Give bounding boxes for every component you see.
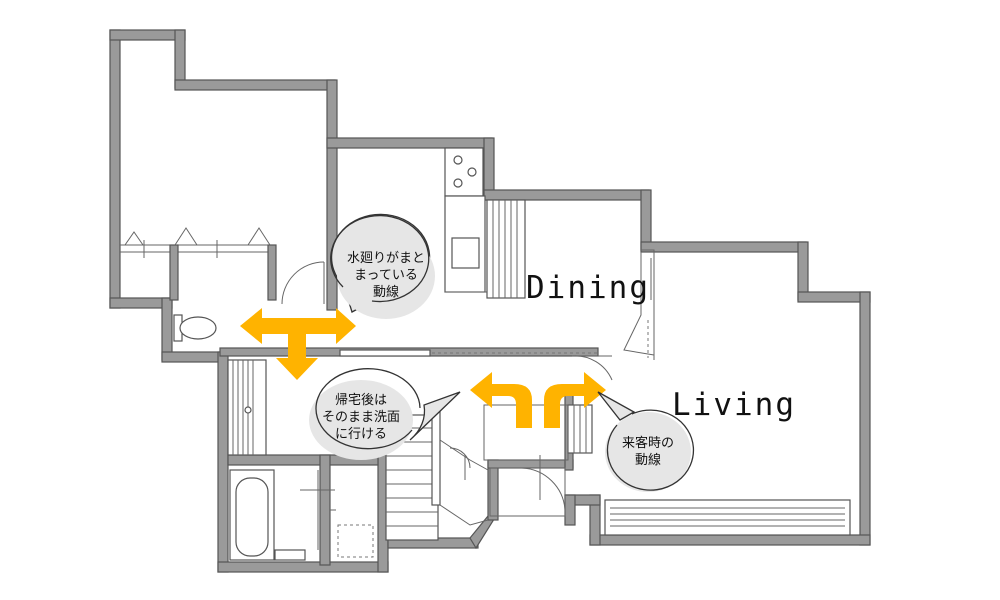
arrow-down <box>276 334 318 380</box>
callout-text: そのまま洗面 <box>322 410 400 425</box>
flow-arrows <box>240 308 606 428</box>
room-label-living: Living <box>672 387 796 423</box>
callout-text: 来客時の <box>622 435 674 451</box>
callout-text: まっている <box>354 268 418 283</box>
callout-guest-flow: 来客時の 動線 <box>597 391 695 492</box>
arrow-curve-left <box>470 372 532 428</box>
room-label-dining: Dining <box>526 270 650 306</box>
arrow-curve-right <box>544 372 606 428</box>
arrow-horizontal <box>240 308 356 344</box>
callout-text: 動線 <box>373 284 399 300</box>
fixtures <box>120 147 851 561</box>
callout-text: 水廻りがまと <box>347 251 425 266</box>
callout-text: 帰宅後は <box>335 392 387 408</box>
callout-return-home: 帰宅後は そのまま洗面 に行ける <box>309 368 461 460</box>
callout-text: 動線 <box>635 452 661 468</box>
callout-water-area: 水廻りがまと まっている 動線 <box>330 213 435 319</box>
callout-text: に行ける <box>335 427 387 442</box>
